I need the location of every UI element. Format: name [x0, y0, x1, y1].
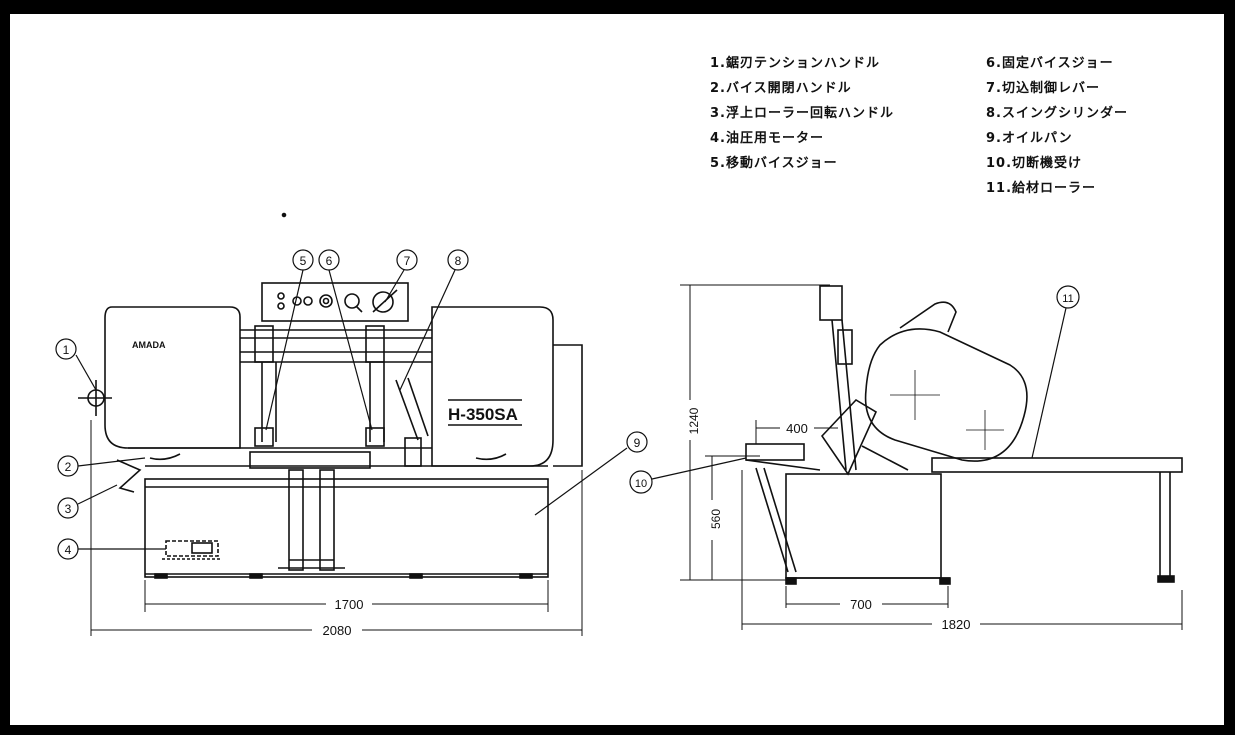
legend-item-7: 7.切込制御レバー [986, 81, 1100, 96]
legend-item-6: 6.固定バイスジョー [986, 56, 1114, 71]
dim-side-base-width: 700 [850, 597, 872, 612]
side-callouts: 10 11 [629, 285, 1080, 494]
side-base [785, 473, 942, 579]
legend-item-11: 11.給材ローラー [986, 181, 1097, 196]
left-wheel-cover [104, 306, 241, 449]
svg-text:5: 5 [300, 254, 307, 268]
svg-text:11: 11 [1062, 293, 1073, 305]
legend-item-10: 10.切断機受け [986, 156, 1083, 171]
dim-side-total-width: 1820 [942, 617, 971, 632]
legend-item-4: 4.油圧用モーター [710, 131, 824, 146]
dim-side-table-height: 560 [709, 509, 723, 529]
callout-8 [447, 249, 469, 271]
svg-text:9: 9 [634, 436, 641, 450]
front-base [144, 478, 549, 578]
front-callouts: 1 2 3 4 5 6 7 [55, 249, 648, 560]
legend-item-1: 1.鋸刃テンションハンドル [710, 56, 880, 71]
svg-text:1: 1 [63, 343, 70, 357]
callout-7 [396, 249, 418, 271]
dim-side-offset: 400 [786, 421, 808, 436]
svg-text:8: 8 [455, 254, 462, 268]
control-panel [261, 282, 409, 322]
svg-text:6: 6 [326, 254, 333, 268]
callout-3 [57, 497, 79, 519]
legend-item-2: 2.バイス開閉ハンドル [710, 81, 852, 96]
legend-item-8: 8.スイングシリンダー [986, 106, 1128, 121]
parts-legend: 1.鋸刃テンションハンドル 2.バイス開閉ハンドル 3.浮上ローラー回転ハンドル… [710, 52, 1230, 222]
feed-roller-table [931, 457, 1183, 473]
machine-drawing: H-350SA AMADA 1700 2080 1 [55, 212, 1183, 638]
drawing-sheet: 1.鋸刃テンションハンドル 2.バイス開閉ハンドル 3.浮上ローラー回転ハンドル… [10, 14, 1224, 725]
legend-item-5: 5.移動バイスジョー [710, 156, 838, 171]
front-view: H-350SA AMADA 1700 2080 [78, 282, 583, 638]
callout-11 [1056, 285, 1080, 309]
callout-1 [55, 338, 77, 360]
dim-side-total-height: 1240 [687, 407, 701, 434]
svg-text:10: 10 [635, 478, 647, 490]
right-wheel-cover [431, 306, 554, 467]
legend-item-9: 9.オイルパン [986, 131, 1073, 146]
callout-10 [629, 470, 653, 494]
model-badge: H-350SA [448, 405, 518, 424]
side-view: 1240 560 400 700 [680, 284, 1183, 632]
svg-text:7: 7 [404, 254, 411, 268]
legend-item-3: 3.浮上ローラー回転ハンドル [710, 106, 894, 121]
brand-logo: AMADA [132, 340, 166, 350]
svg-text:4: 4 [65, 543, 72, 557]
dim-front-total-width: 2080 [323, 623, 352, 638]
svg-text:2: 2 [65, 460, 72, 474]
saw-head [864, 328, 1028, 462]
callout-9 [626, 431, 648, 453]
dim-front-base-width: 1700 [335, 597, 364, 612]
svg-text:3: 3 [65, 502, 72, 516]
